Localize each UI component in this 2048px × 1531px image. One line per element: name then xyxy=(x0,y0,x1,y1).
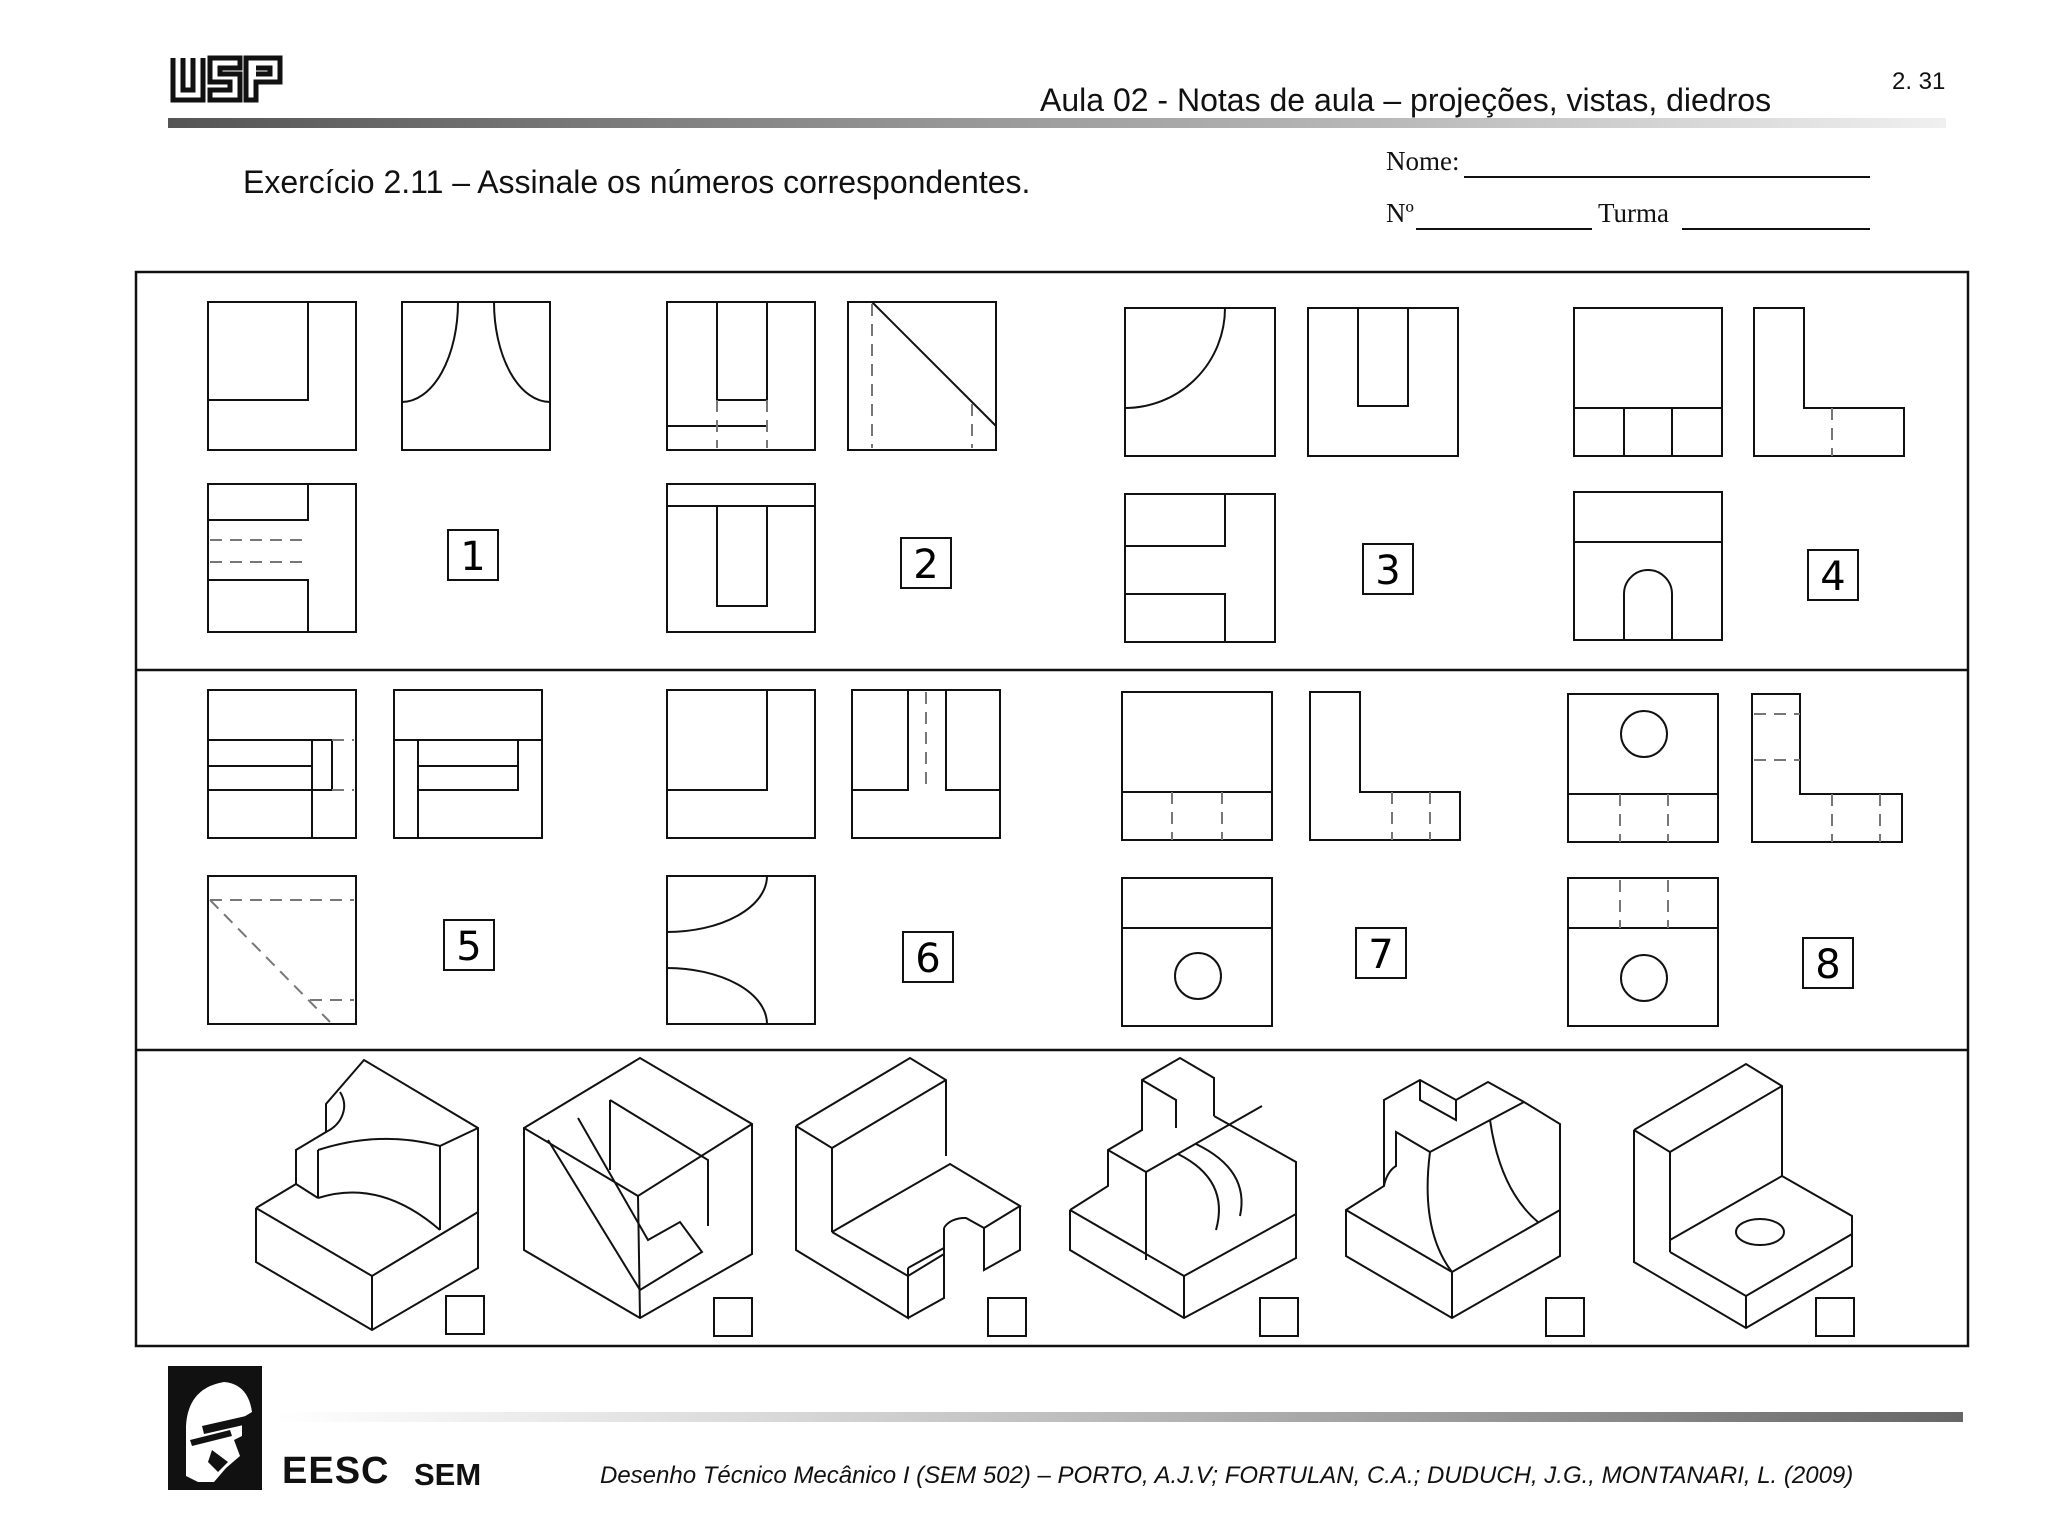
number-label-5: 5 xyxy=(456,924,481,970)
isometric-solid-4 xyxy=(1069,1056,1297,1320)
number-box-6: 6 xyxy=(902,931,954,983)
page-number: 2. 31 xyxy=(1892,68,1946,95)
footer-divider xyxy=(275,1412,1963,1422)
eesc-helmet-logo xyxy=(168,1366,262,1490)
view-set-2 xyxy=(666,301,997,633)
name-field[interactable] xyxy=(1464,176,1870,178)
number-label-4: 4 xyxy=(1820,554,1845,600)
isometric-solid-1 xyxy=(255,1058,479,1332)
number-box-8: 8 xyxy=(1802,937,1854,989)
department-label: SEM xyxy=(414,1457,482,1492)
number-label-3: 3 xyxy=(1375,548,1400,594)
number-box-4: 4 xyxy=(1807,549,1859,601)
number-box-3: 3 xyxy=(1362,543,1414,595)
view-set-5 xyxy=(207,689,543,1025)
name-field-label: Nome: xyxy=(1386,146,1460,176)
number-label-8: 8 xyxy=(1815,942,1840,988)
answer-box-3[interactable] xyxy=(987,1297,1027,1337)
isometric-solid-3 xyxy=(795,1056,1022,1320)
number-box-5: 5 xyxy=(443,919,495,971)
view-set-3 xyxy=(1124,307,1459,643)
view-set-4 xyxy=(1573,307,1905,641)
number-box-2: 2 xyxy=(900,537,952,589)
number-label-6: 6 xyxy=(915,936,940,982)
view-set-7 xyxy=(1121,691,1461,1027)
number-label-7: 7 xyxy=(1368,932,1393,978)
number-field[interactable] xyxy=(1416,228,1592,230)
class-field-label: Turma xyxy=(1598,198,1670,228)
view-set-1 xyxy=(207,301,551,633)
exercise-frame xyxy=(134,270,1970,1348)
header-divider xyxy=(168,118,1946,128)
view-set-8 xyxy=(1567,693,1903,1027)
exercise-instruction: Exercício 2.11 – Assinale os números cor… xyxy=(243,164,1031,200)
number-field-label: Nº xyxy=(1386,198,1414,228)
answer-box-4[interactable] xyxy=(1259,1297,1299,1337)
class-field[interactable] xyxy=(1682,228,1870,230)
page-header-title: Aula 02 - Notas de aula – projeções, vis… xyxy=(1040,82,1772,118)
number-label-1: 1 xyxy=(460,534,485,580)
isometric-solid-5 xyxy=(1345,1078,1561,1320)
number-box-1: 1 xyxy=(447,529,499,581)
usp-logo xyxy=(170,55,283,103)
answer-box-6[interactable] xyxy=(1815,1297,1855,1337)
answer-box-2[interactable] xyxy=(713,1297,753,1337)
eesc-logo-text: EESC xyxy=(282,1450,390,1492)
answer-box-1[interactable] xyxy=(445,1295,485,1335)
isometric-solid-6 xyxy=(1633,1062,1853,1330)
view-set-6 xyxy=(666,689,1001,1025)
answer-box-5[interactable] xyxy=(1545,1297,1585,1337)
number-box-7: 7 xyxy=(1355,927,1407,979)
isometric-solid-2 xyxy=(523,1056,753,1320)
number-label-2: 2 xyxy=(913,542,938,588)
footer-citation: Desenho Técnico Mecânico I (SEM 502) – P… xyxy=(600,1462,1854,1489)
